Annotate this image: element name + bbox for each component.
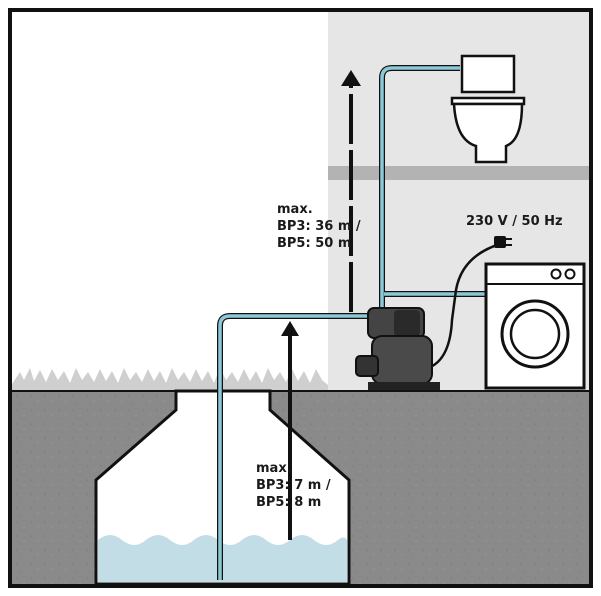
upper-height-bp5: BP5: 50 m <box>277 236 351 251</box>
washing-machine-icon <box>484 262 586 390</box>
suction-pipe <box>218 314 380 580</box>
grass <box>12 368 328 392</box>
diagram-frame <box>8 8 593 588</box>
pump-icon <box>355 307 440 390</box>
upper-height-max: max. <box>277 202 313 217</box>
power-cable <box>427 242 501 370</box>
power-label: 230 V / 50 Hz <box>466 214 563 229</box>
up-arrow-icon <box>281 321 299 540</box>
lower-height-max: max. <box>256 461 292 476</box>
pressure-pipe <box>380 66 460 312</box>
up-arrow-icon <box>341 70 361 312</box>
lower-height-bp5: BP5: 8 m <box>256 495 321 510</box>
lower-height-bp3: BP3: 7 m / <box>256 478 331 493</box>
power-plug-icon <box>494 236 512 248</box>
toilet-icon <box>450 54 526 164</box>
floor-band <box>328 166 589 180</box>
upper-height-bp3: BP3: 36 m / <box>277 219 361 234</box>
